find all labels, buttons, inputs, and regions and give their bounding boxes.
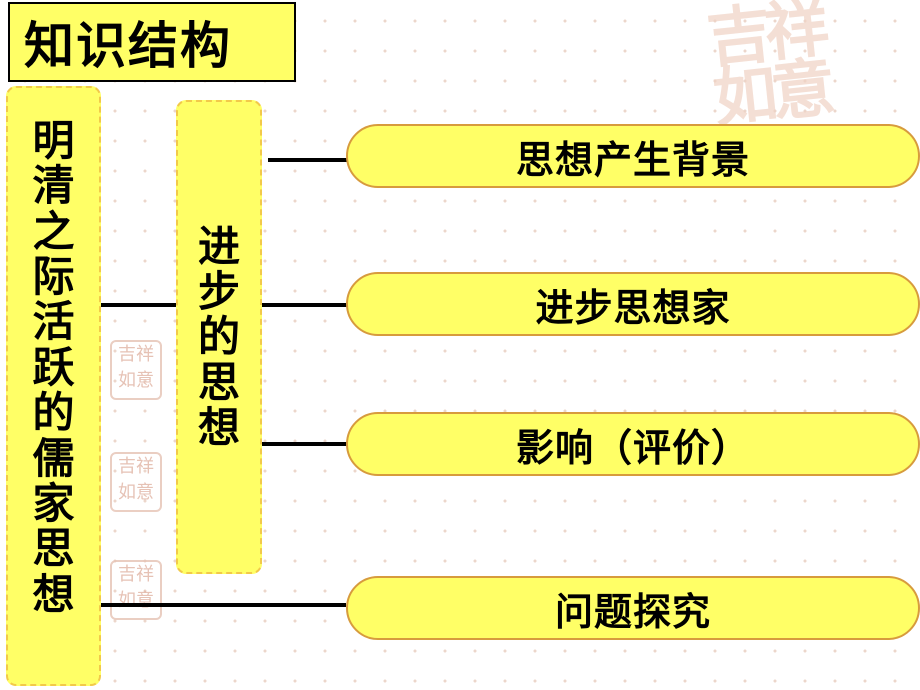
main-topic-char: 思 xyxy=(32,524,75,574)
sub-topic-char: 步 xyxy=(197,266,240,316)
title-text: 知识结构 xyxy=(24,17,232,75)
connector-main-to-item-4 xyxy=(101,603,346,607)
main-topic-char: 之 xyxy=(32,206,75,256)
item-thinkers[interactable]: 进步思想家 xyxy=(346,272,920,336)
item-label: 进步思想家 xyxy=(535,285,731,330)
main-topic-char: 跃 xyxy=(32,342,75,392)
sub-topic-char: 思 xyxy=(197,357,240,407)
main-topic-char: 家 xyxy=(32,478,75,528)
item-label: 影响（评价） xyxy=(515,425,750,470)
main-topic-char: 活 xyxy=(32,297,75,347)
sub-topic-char: 进 xyxy=(197,221,240,271)
connector-main-to-sub xyxy=(101,303,176,307)
item-label: 思想产生背景 xyxy=(515,137,750,182)
connector-sub-to-item-2 xyxy=(262,303,348,307)
item-background[interactable]: 思想产生背景 xyxy=(346,124,920,188)
connector-sub-to-item-1 xyxy=(268,158,348,162)
sub-topic-char: 想 xyxy=(197,403,240,453)
item-label: 问题探究 xyxy=(554,589,711,634)
item-influence[interactable]: 影响（评价） xyxy=(346,412,920,476)
sub-topic-char: 的 xyxy=(197,312,240,362)
main-topic-char: 想 xyxy=(32,569,75,619)
seal-watermark: 吉祥如意 xyxy=(703,0,834,138)
connector-sub-to-item-3 xyxy=(262,442,348,446)
main-topic-box: 明 清 之 际 活 跃 的 儒 家 思 想 xyxy=(6,86,101,686)
main-topic-char: 际 xyxy=(32,252,75,302)
main-topic-char: 清 xyxy=(32,161,75,211)
main-topic-char: 儒 xyxy=(32,433,75,483)
small-seal-decoration: 吉祥如意 xyxy=(110,340,162,400)
main-topic-char: 的 xyxy=(32,388,75,438)
item-inquiry[interactable]: 问题探究 xyxy=(346,576,920,640)
main-topic-char: 明 xyxy=(32,116,75,165)
small-seal-decoration: 吉祥如意 xyxy=(110,560,162,620)
title-box: 知识结构 xyxy=(8,2,296,82)
sub-topic-box: 进 步 的 思 想 xyxy=(176,100,262,574)
small-seal-decoration: 吉祥如意 xyxy=(110,452,162,512)
